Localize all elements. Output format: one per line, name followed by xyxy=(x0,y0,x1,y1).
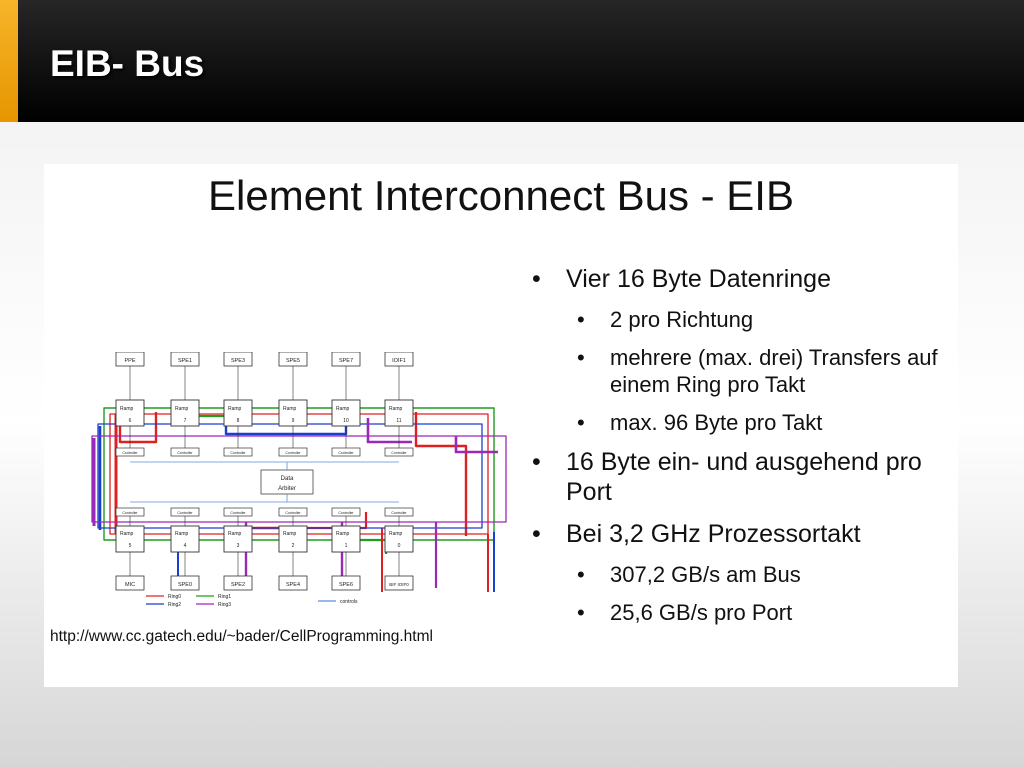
data-arbiter-box xyxy=(260,469,314,495)
slide-title: EIB- Bus xyxy=(50,43,205,84)
ring3-path xyxy=(454,436,498,454)
controller-label: Controller xyxy=(391,511,407,515)
ramp-number: 9 xyxy=(292,418,295,424)
ramp-number: 8 xyxy=(237,418,240,424)
controller-label: Controller xyxy=(338,451,354,455)
data-arbiter-label: Arbiter xyxy=(278,486,296,492)
controller-label: Controller xyxy=(285,511,301,515)
bottom-unit-box xyxy=(170,575,200,591)
controller-label: Controller xyxy=(230,511,246,515)
controller-label: Controller xyxy=(122,511,138,515)
bottom-unit-box xyxy=(384,575,414,591)
top-ramp-box xyxy=(170,399,200,427)
bottom-unit-box xyxy=(278,575,308,591)
top-ramp-box xyxy=(278,399,308,427)
ramp-number: 6 xyxy=(129,418,132,424)
ramp-number: 11 xyxy=(396,418,401,424)
bottom-unit-label: MIC xyxy=(125,582,135,588)
controller-label: Controller xyxy=(230,451,246,455)
top-unit-label: PPE xyxy=(124,358,135,364)
ramp-number: 1 xyxy=(345,543,348,549)
bullet-item: 16 Byte ein- und ausgehend pro Port xyxy=(532,447,962,507)
bottom-ramp-box xyxy=(331,525,361,553)
ramp-number: 0 xyxy=(398,543,401,549)
bottom-unit-label: SPE6 xyxy=(339,582,353,588)
bottom-unit-label: BIF IOIF0 xyxy=(389,582,409,587)
ring0-path xyxy=(118,412,158,444)
bottom-unit-label: SPE0 xyxy=(178,582,192,588)
ring3-path xyxy=(366,418,412,444)
sub-bullet-item: 25,6 GB/s pro Port xyxy=(532,599,962,626)
ramp-label: Ramp xyxy=(336,406,350,412)
bullet-list: Vier 16 Byte Datenringe 2 pro Richtung meh… xyxy=(532,264,962,637)
bottom-ramp-box xyxy=(170,525,200,553)
accent-bar xyxy=(0,0,18,122)
controller-label: Controller xyxy=(122,451,138,455)
bottom-unit-label: SPE4 xyxy=(286,582,300,588)
data-arbiter-label: Data xyxy=(281,476,294,482)
top-unit-label: SPE3 xyxy=(231,358,245,364)
top-unit-label: SPE5 xyxy=(286,358,300,364)
bottom-ramp-box xyxy=(278,525,308,553)
ramp-number: 7 xyxy=(184,418,187,424)
bottom-ramp-box xyxy=(223,525,253,553)
sub-bullet-item: mehrere (max. drei) Transfers auf einem … xyxy=(532,344,962,398)
ramp-label: Ramp xyxy=(120,406,134,412)
controller-label: Controller xyxy=(285,451,301,455)
ramp-label: Ramp xyxy=(283,406,297,412)
sub-bullet-item: max. 96 Byte pro Takt xyxy=(532,409,962,436)
panel-title: Element Interconnect Bus - EIB xyxy=(208,172,794,219)
top-unit-label: IOIF1 xyxy=(392,358,406,364)
ramp-number: 3 xyxy=(237,543,240,549)
bottom-unit-box xyxy=(331,575,361,591)
legend-label: Ring1 xyxy=(218,594,231,600)
top-unit-label: SPE7 xyxy=(339,358,353,364)
legend-label: Ring3 xyxy=(218,602,231,608)
bottom-unit-box xyxy=(223,575,253,591)
ramp-label: Ramp xyxy=(336,531,350,537)
bottom-unit-box xyxy=(115,575,145,591)
bottom-ramp-box xyxy=(384,525,414,553)
ramp-label: Ramp xyxy=(389,406,403,412)
ramp-label: Ramp xyxy=(283,531,297,537)
ramp-label: Ramp xyxy=(228,531,242,537)
legend-label: controls xyxy=(340,599,358,605)
legend-label: Ring2 xyxy=(168,602,181,608)
ramp-label: Ramp xyxy=(120,531,134,537)
top-ramp-box xyxy=(115,399,145,427)
controller-label: Controller xyxy=(177,511,193,515)
ramp-label: Ramp xyxy=(389,531,403,537)
sub-bullet-item: 307,2 GB/s am Bus xyxy=(532,561,962,588)
ramp-number: 2 xyxy=(292,543,295,549)
ramp-number: 10 xyxy=(343,418,349,424)
bullet-item: Bei 3,2 GHz Prozessortakt xyxy=(532,519,962,549)
controller-label: Controller xyxy=(391,451,407,455)
top-ramp-box xyxy=(223,399,253,427)
top-ramp-box xyxy=(331,399,361,427)
ramp-label: Ramp xyxy=(228,406,242,412)
controller-label: Controller xyxy=(338,511,354,515)
ramp-number: 4 xyxy=(184,543,187,549)
ramp-number: 5 xyxy=(129,543,132,549)
top-unit-label: SPE1 xyxy=(178,358,192,364)
bullet-item: Vier 16 Byte Datenringe xyxy=(532,264,962,294)
ramp-label: Ramp xyxy=(175,406,189,412)
ramp-label: Ramp xyxy=(175,531,189,537)
legend-label: Ring0 xyxy=(168,594,181,600)
title-bar: EIB- Bus xyxy=(0,0,1024,122)
bottom-ramp-box xyxy=(115,525,145,553)
sub-bullet-item: 2 pro Richtung xyxy=(532,306,962,333)
ring0-path xyxy=(414,412,468,536)
bottom-unit-label: SPE2 xyxy=(231,582,245,588)
source-url[interactable]: http://www.cc.gatech.edu/~bader/CellProg… xyxy=(50,628,433,645)
controller-label: Controller xyxy=(177,451,193,455)
